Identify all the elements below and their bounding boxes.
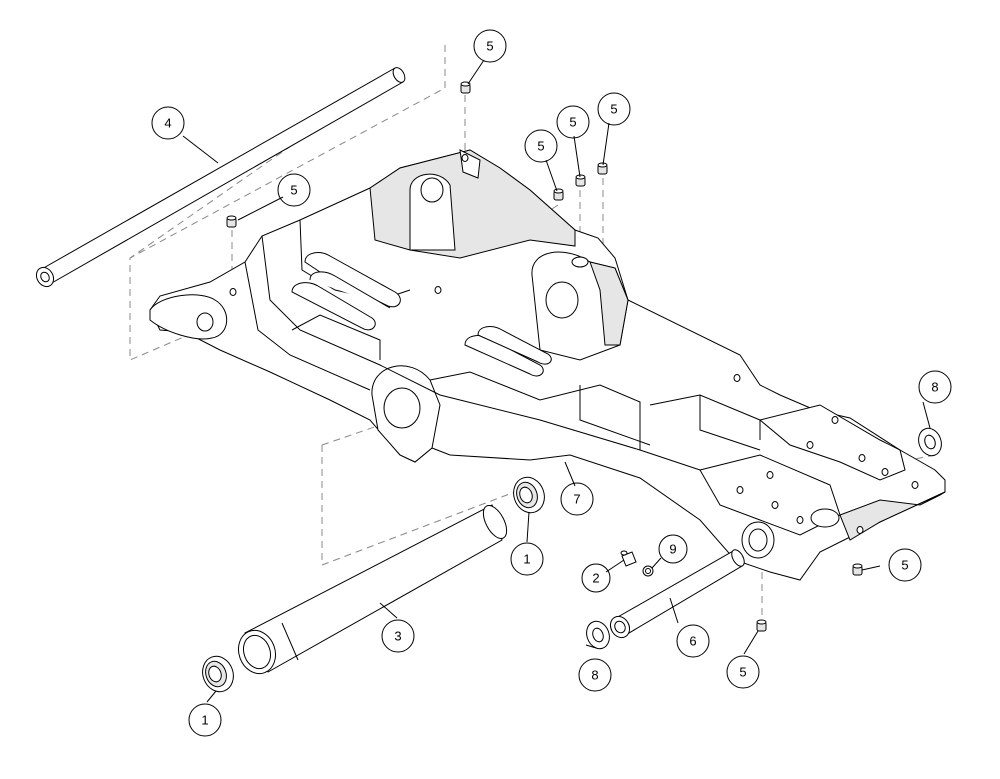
callout-bubble: 5	[888, 548, 922, 582]
callout-bubble: 4	[151, 106, 185, 140]
tube-part-3	[237, 504, 508, 675]
svg-text:1: 1	[201, 713, 208, 728]
svg-text:9: 9	[669, 542, 676, 557]
callout-bubble: 5	[473, 29, 507, 63]
svg-text:6: 6	[689, 634, 696, 649]
washer-part-8-upper	[918, 427, 942, 457]
svg-text:5: 5	[739, 665, 746, 680]
callout-bubble: 2	[581, 563, 611, 593]
callout-bubble: 8	[578, 658, 612, 692]
svg-text:5: 5	[569, 115, 576, 130]
callout-bubble: 6	[676, 624, 710, 658]
svg-text:1: 1	[523, 552, 530, 567]
plug-part-5-group	[226, 81, 863, 632]
callout-bubble: 8	[918, 370, 952, 404]
callout-bubble: 9	[658, 534, 688, 564]
bearing-part-1-upper	[513, 476, 545, 514]
callout-bubble: 5	[597, 92, 631, 126]
callout-bubble: 1	[188, 703, 222, 737]
rod-part-4	[35, 67, 406, 288]
plug-part-5	[460, 81, 471, 94]
pin-part-6	[609, 549, 745, 639]
svg-text:5: 5	[486, 39, 493, 54]
plug-part-5	[852, 563, 863, 576]
callout-bubble: 1	[510, 542, 544, 576]
swing-frame	[149, 149, 946, 581]
svg-text:7: 7	[573, 492, 580, 507]
plug-part-5	[575, 174, 586, 187]
frame-holes	[229, 154, 919, 534]
plug-part-5	[226, 215, 237, 228]
washer-part-8-lower	[586, 620, 610, 650]
svg-text:5: 5	[901, 558, 908, 573]
svg-text:5: 5	[537, 139, 544, 154]
svg-text:3: 3	[394, 629, 401, 644]
ring-part-9	[642, 565, 654, 577]
svg-text:4: 4	[164, 116, 171, 131]
svg-text:5: 5	[290, 183, 297, 198]
svg-text:2: 2	[592, 571, 599, 586]
plug-part-5	[597, 162, 608, 175]
callout-bubble: 5	[524, 129, 558, 163]
callout-bubble: 5	[556, 105, 590, 139]
callout-bubbles: 1 1 2 3 4 5 5 5	[151, 29, 952, 737]
fitting-part-2	[620, 550, 637, 567]
svg-text:5: 5	[610, 102, 617, 117]
callout-bubble: 3	[381, 619, 415, 653]
svg-text:8: 8	[591, 668, 598, 683]
svg-text:8: 8	[931, 380, 938, 395]
leader-lines	[182, 59, 931, 703]
bearing-part-1-lower	[202, 655, 234, 693]
plug-part-5	[553, 188, 564, 201]
callout-bubble: 5	[277, 173, 311, 207]
callout-bubble: 5	[726, 655, 760, 689]
plug-part-5	[756, 619, 767, 632]
callout-bubble: 7	[560, 482, 594, 516]
